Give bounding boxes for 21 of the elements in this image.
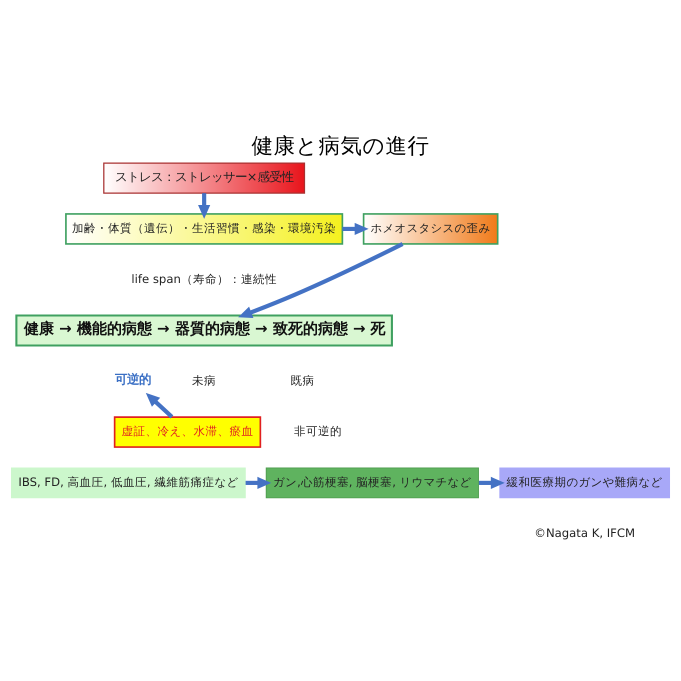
diagram-title: 健康と病気の進行: [252, 134, 430, 159]
node-label: life span（寿命）：連続性: [131, 272, 277, 286]
node-box: ガン,心筋梗塞, 脳梗塞, リウマチなど: [266, 467, 479, 498]
node-box: ストレス：ストレッサー×感受性: [103, 162, 306, 194]
arrow: [342, 222, 369, 236]
node-box: 緩和医療期のガンや難病など: [499, 467, 670, 498]
arrow: [146, 392, 174, 418]
node-box: 健康 → 機能的病態 → 器質的病態 → 致死的病態 → 死: [15, 314, 393, 347]
arrow: [238, 242, 404, 318]
node-text: 可逆的: [115, 371, 152, 386]
node-box: 加齢・体質（遺伝）・生活習慣・感染・環境汚染: [65, 213, 344, 245]
label: ©Nagata K, IFCM: [534, 526, 636, 540]
arrow: [246, 476, 272, 489]
node-box: ホメオスタシスの歪み: [362, 213, 498, 245]
node-box: 虚証、冷え、水滞、瘀血: [114, 416, 262, 448]
node-box: IBS, FD, 高血圧, 低血圧, 繊維筋痛症など: [10, 467, 246, 498]
arrow: [478, 476, 505, 489]
label: 既病: [290, 373, 314, 388]
label: 未病: [192, 373, 216, 388]
arrow: [198, 193, 210, 219]
label: 非可逆的: [294, 424, 342, 438]
